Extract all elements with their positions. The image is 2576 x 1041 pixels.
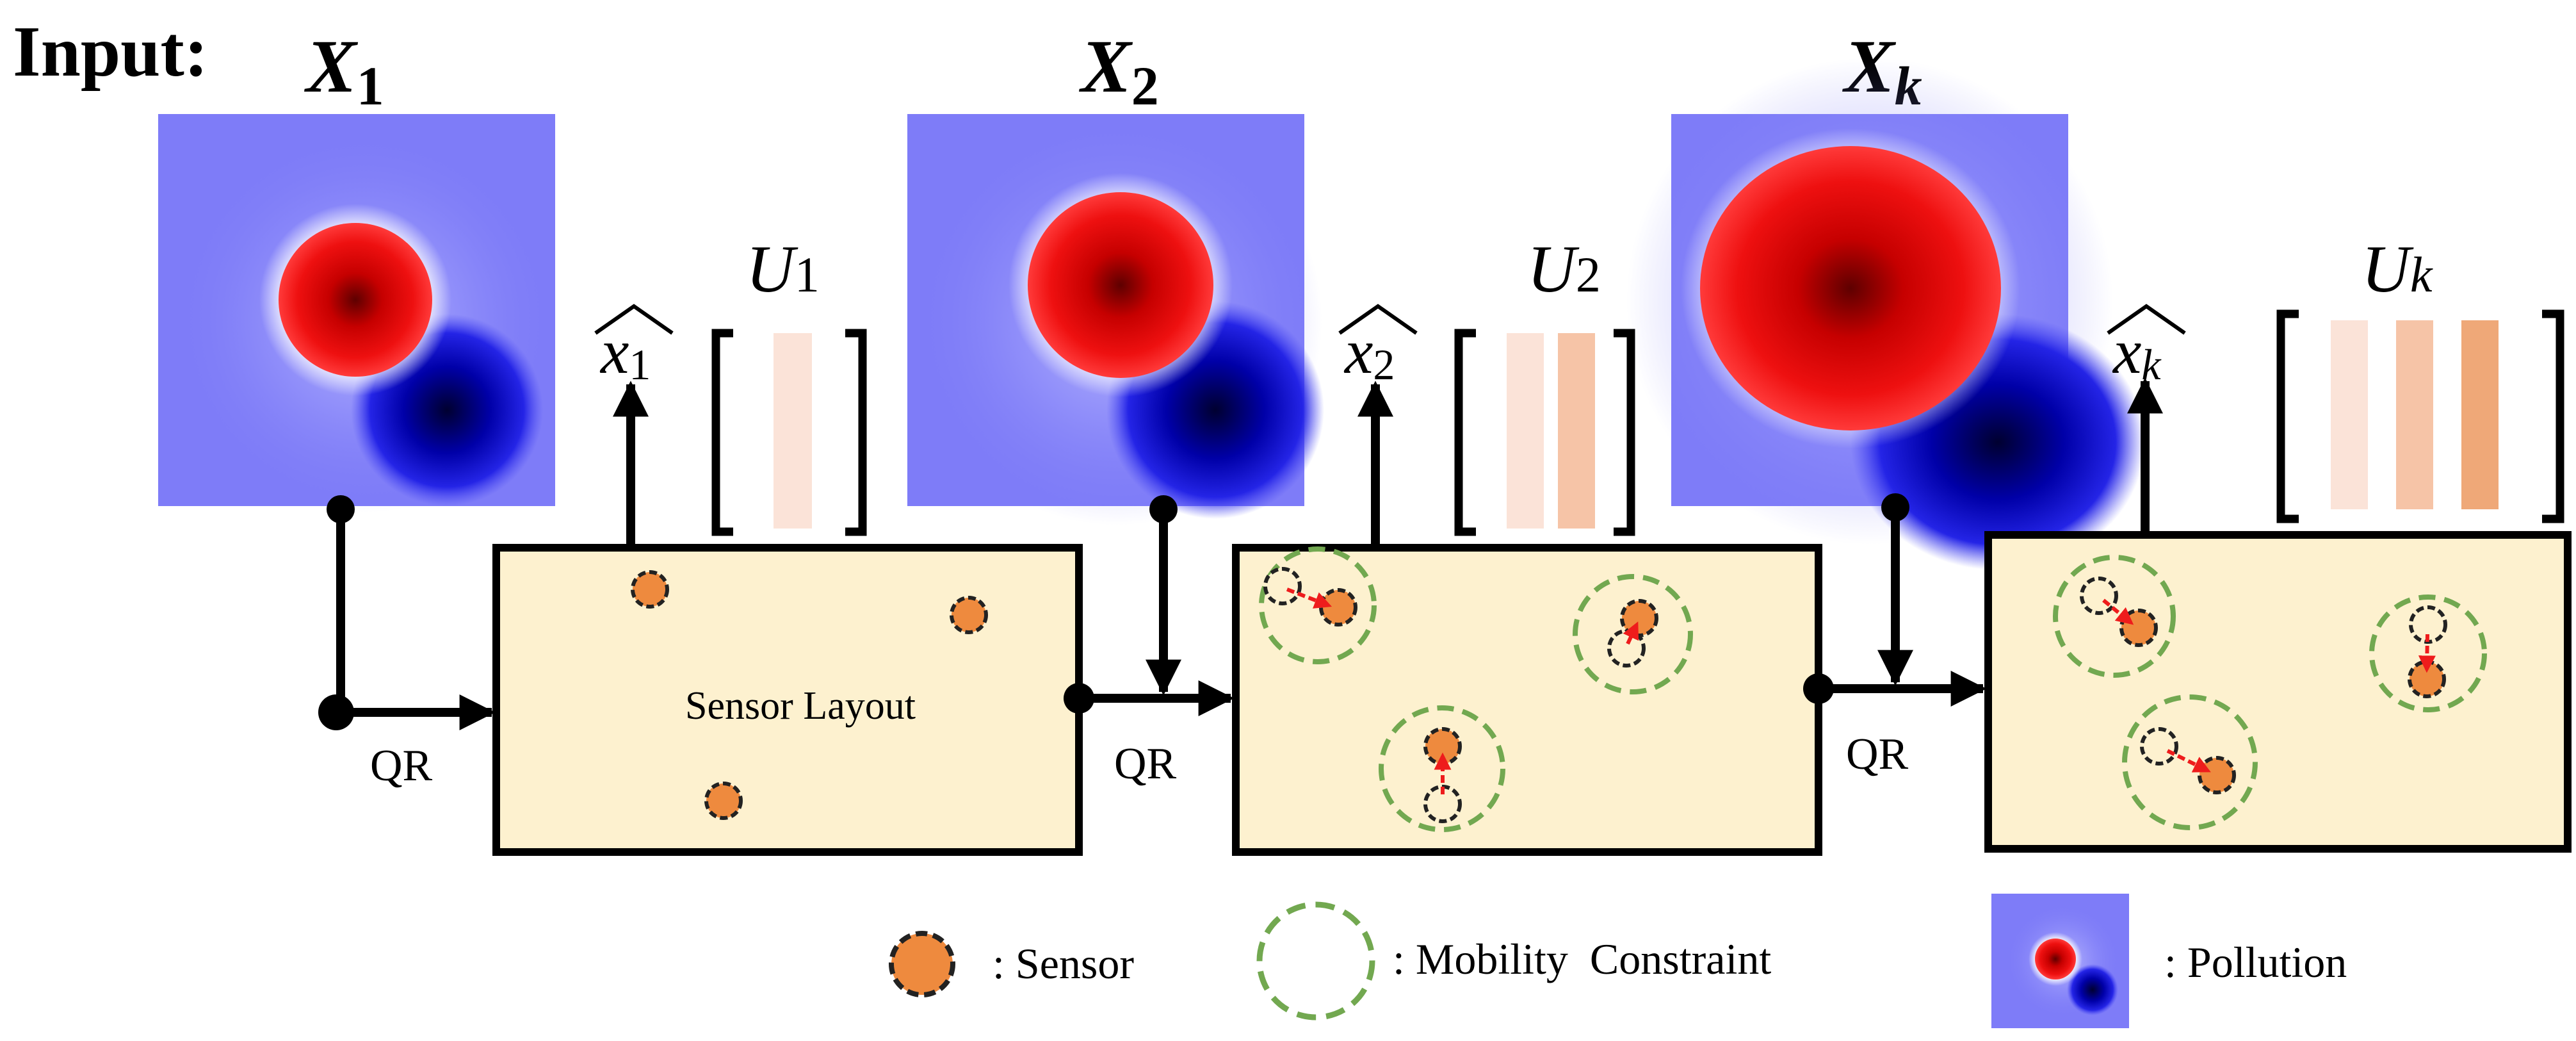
pollution-map-2 xyxy=(907,114,1324,525)
svg-text:xk: xk xyxy=(2112,316,2162,389)
qr-label-1: QR xyxy=(370,741,433,791)
svg-text:U2: U2 xyxy=(1527,231,1601,306)
flow-node xyxy=(1064,683,1094,714)
estimate-arrows xyxy=(613,377,2163,545)
basis-columns-u2 xyxy=(1507,333,1595,529)
basis-column xyxy=(2461,320,2499,509)
basis-matrix-k xyxy=(2276,309,2564,523)
sensor-layout-panel-2 xyxy=(1232,544,1822,856)
legend-sensor-label: : Sensor xyxy=(992,939,1134,988)
flow-node xyxy=(1881,493,1909,521)
legend-pollution-icon xyxy=(1991,894,2129,1028)
input-symbol-x1: X1 xyxy=(304,24,384,117)
legend-mobility-icon xyxy=(1256,901,1375,1021)
sensor-layout-label: Sensor Layout xyxy=(685,684,916,728)
basis-matrix-1 xyxy=(711,329,867,536)
basis-matrix-2 xyxy=(1454,329,1635,536)
basis-symbol-u2: U2 xyxy=(1527,231,1601,306)
legend-sensor-icon xyxy=(889,931,955,997)
pollution-map-1 xyxy=(158,114,557,512)
basis-columns-u1 xyxy=(774,333,812,529)
svg-text:Uk: Uk xyxy=(2361,231,2433,306)
basis-columns-uk xyxy=(2331,320,2499,509)
flow-node xyxy=(318,694,354,730)
flow-node xyxy=(1149,495,1178,523)
qr-label-2: QR xyxy=(1114,739,1177,789)
input-symbol-x2: X2 xyxy=(1079,24,1159,117)
flow-node xyxy=(327,495,355,523)
svg-text:U1: U1 xyxy=(746,231,820,306)
basis-column xyxy=(2396,320,2433,509)
sensor-layout-panel-k xyxy=(1984,531,2572,853)
estimate-symbol-1: x1 xyxy=(594,304,674,389)
legend-pollution-label: : Pollution xyxy=(2164,938,2347,987)
svg-text:x2: x2 xyxy=(1343,316,1395,389)
flow-connector-1 xyxy=(336,509,496,730)
basis-column xyxy=(1558,333,1595,529)
basis-column xyxy=(1507,333,1544,529)
input-label: Input: xyxy=(13,12,208,92)
flow-node xyxy=(1803,673,1834,704)
basis-column xyxy=(2331,320,2368,509)
qr-label-k: QR xyxy=(1846,730,1909,779)
legend: : Sensor : Mobility Constraint : Polluti… xyxy=(889,894,2347,1028)
svg-text:x1: x1 xyxy=(599,316,651,389)
estimate-symbol-k: xk xyxy=(2107,304,2186,389)
legend-mobility-label: : Mobility Constraint xyxy=(1393,935,1771,983)
basis-symbol-u1: U1 xyxy=(746,231,820,306)
basis-symbol-uk: Uk xyxy=(2361,231,2433,306)
flow-connector-2 xyxy=(1079,509,1235,716)
pollution-map-k xyxy=(1626,58,2145,570)
panel-k-sensors xyxy=(2053,555,2487,830)
panel-2-sensors xyxy=(1259,546,1693,832)
panel-1-sensors xyxy=(631,570,988,820)
flow-connector-k xyxy=(1819,507,1987,707)
basis-column xyxy=(774,333,812,529)
estimate-symbol-2: x2 xyxy=(1338,304,1418,389)
